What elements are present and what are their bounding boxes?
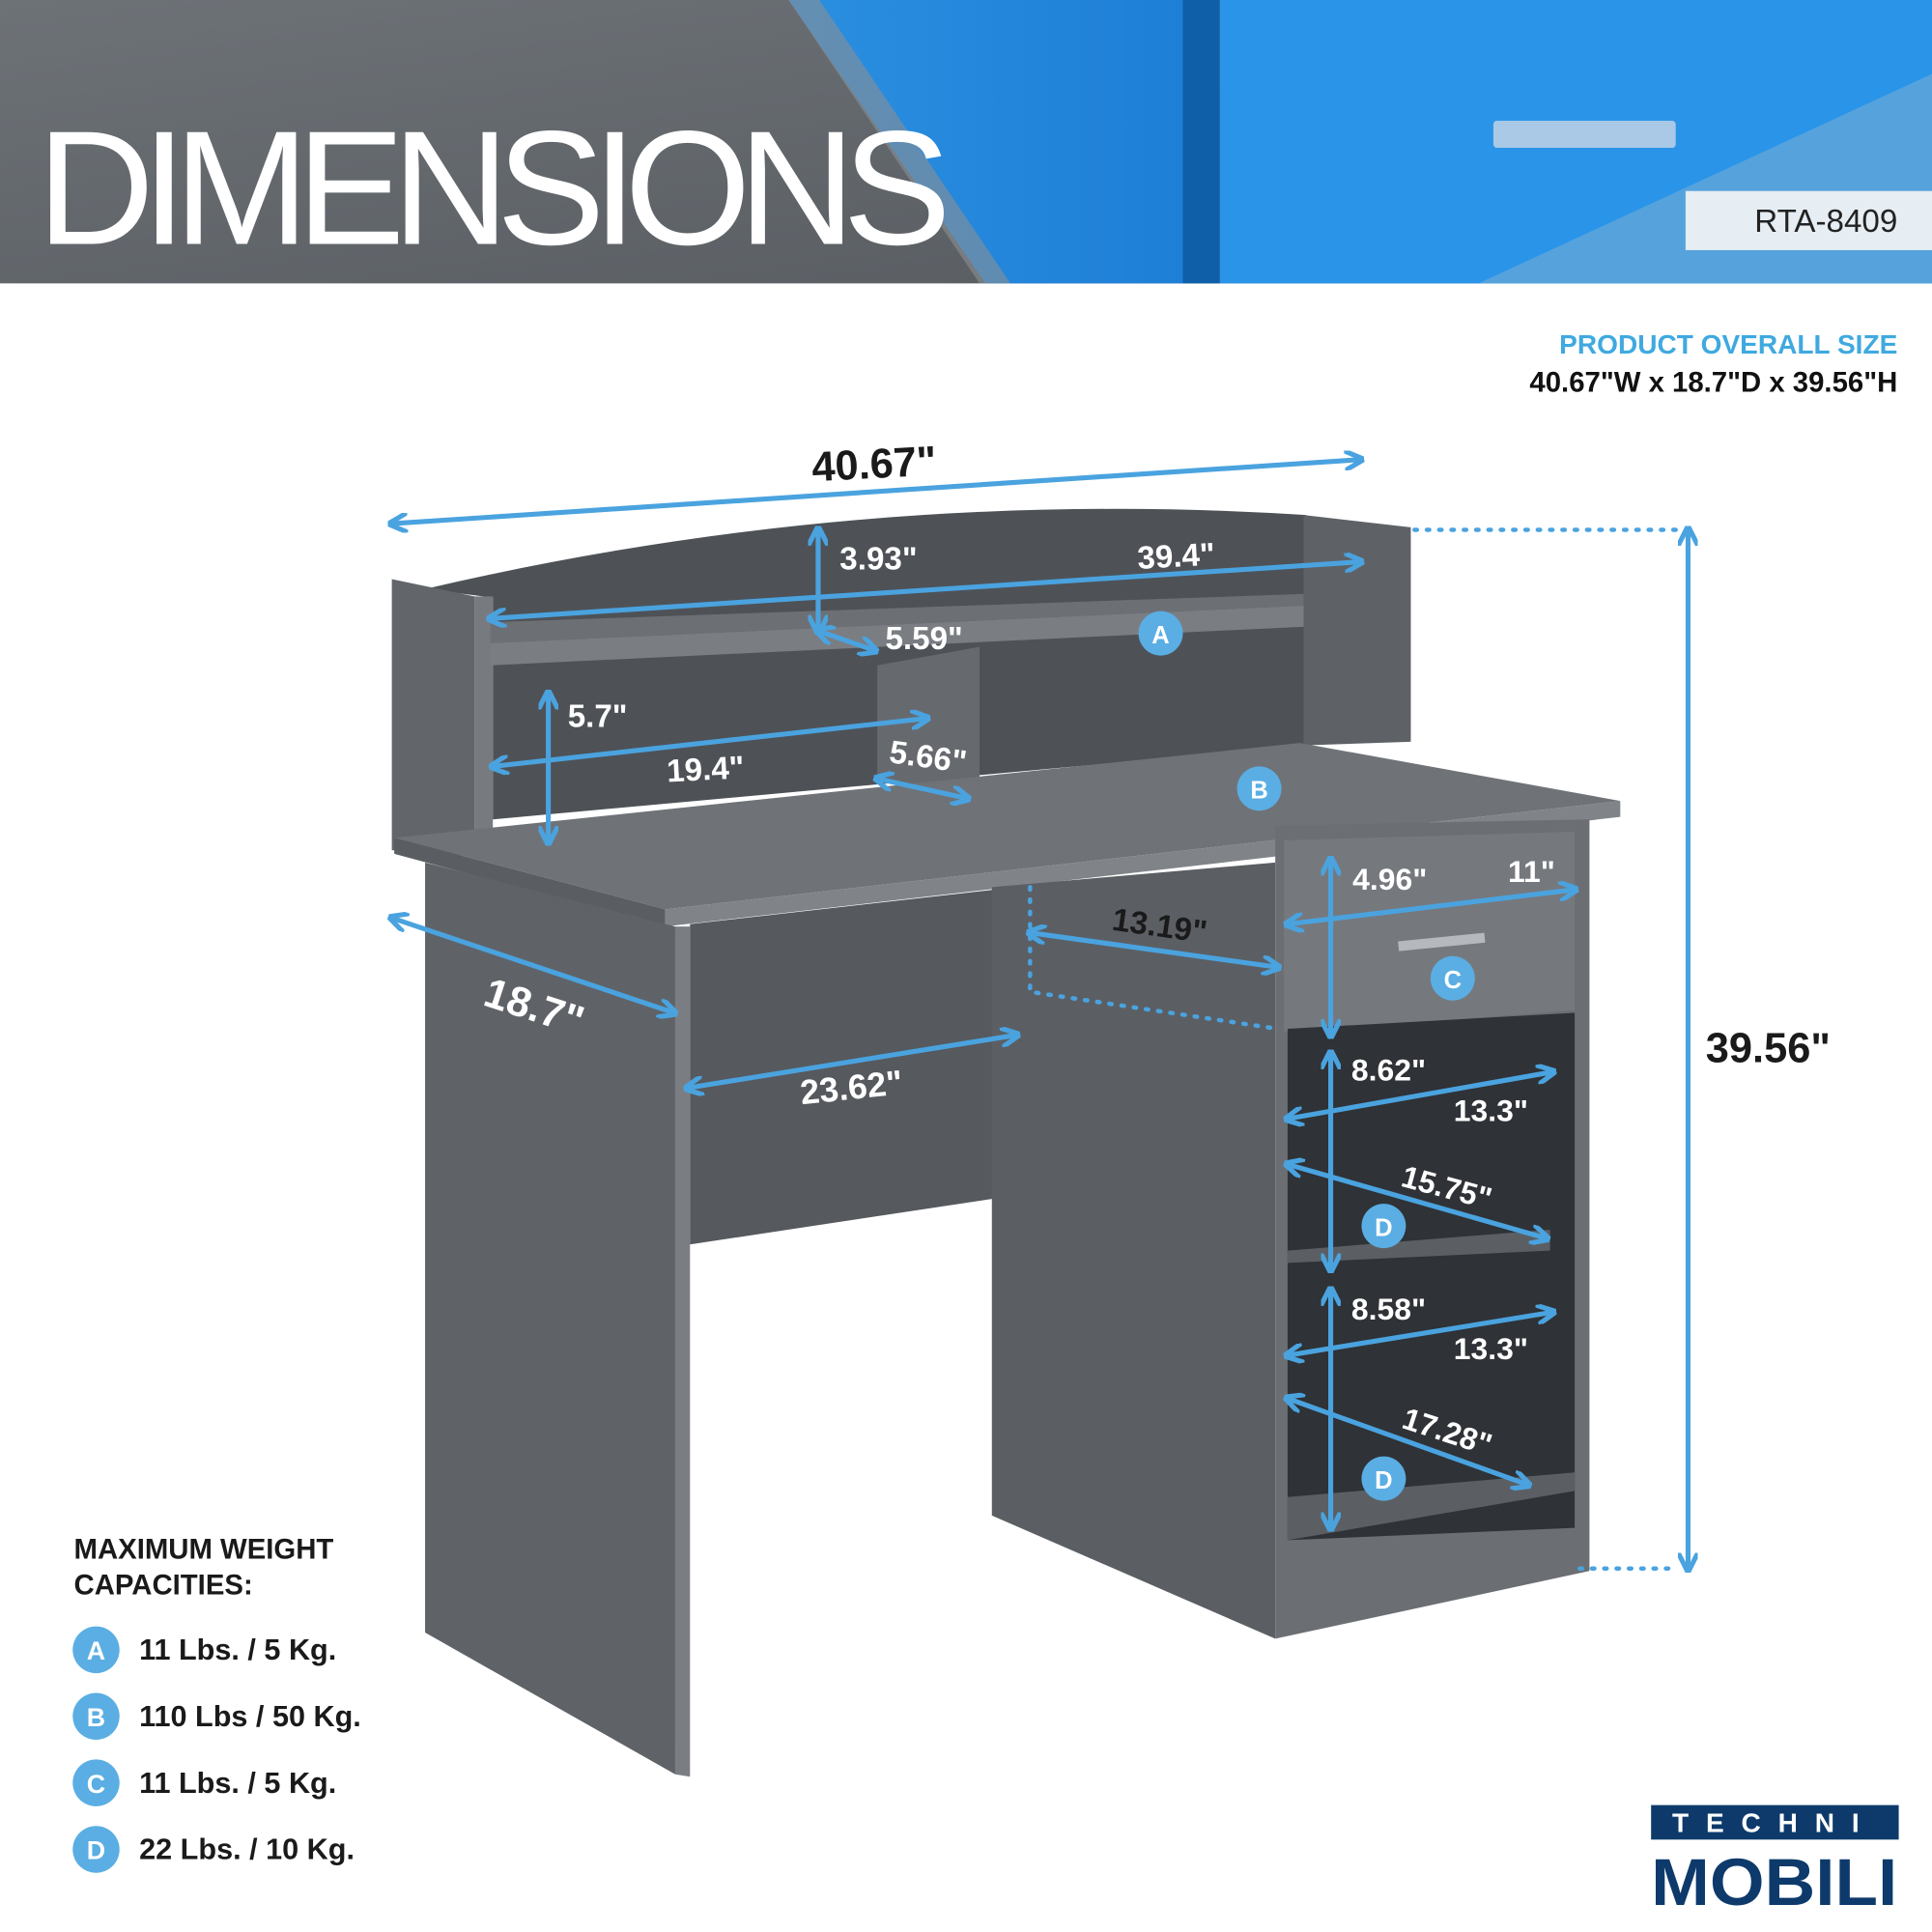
- badge-d-upper: D: [1361, 1204, 1406, 1249]
- svg-text:A: A: [1151, 622, 1169, 649]
- dim-hutch-shelf-width: 39.4": [1137, 537, 1216, 577]
- svg-text:110 Lbs / 50 Kg.: 110 Lbs / 50 Kg.: [139, 1700, 361, 1733]
- dim-hutch-opening-width: 19.4": [666, 750, 745, 789]
- dimension-lines: [392, 460, 1689, 1569]
- svg-text:11 Lbs. / 5 Kg.: 11 Lbs. / 5 Kg.: [139, 1634, 336, 1666]
- dim-shelf2-height: 8.58": [1351, 1292, 1426, 1326]
- legend-heading-line2: CAPACITIES:: [74, 1570, 253, 1602]
- header-banner: DIMENSIONS RTA-8409: [0, 0, 1932, 284]
- svg-text:MOBILI: MOBILI: [1651, 1845, 1897, 1919]
- legend-item: A 11 Lbs. / 5 Kg.: [72, 1626, 336, 1674]
- drawer-handle-decor: [1492, 121, 1676, 149]
- svg-text:11 Lbs. / 5 Kg.: 11 Lbs. / 5 Kg.: [139, 1767, 336, 1800]
- svg-text:B: B: [1250, 778, 1267, 805]
- legend-item: D 22 Lbs. / 10 Kg.: [72, 1826, 355, 1873]
- dim-hutch-shelf-height: 3.93": [839, 541, 917, 577]
- svg-text:A: A: [87, 1636, 105, 1665]
- dim-shelf1-height: 8.62": [1351, 1053, 1426, 1088]
- capacity-badges: A B C D D: [1138, 611, 1475, 1501]
- svg-text:C: C: [87, 1770, 105, 1799]
- svg-text:C: C: [1444, 967, 1462, 994]
- weight-capacity-legend: MAXIMUM WEIGHT CAPACITIES: A 11 Lbs. / 5…: [72, 1534, 361, 1873]
- techni-mobili-logo: TECHNI MOBILI: [1651, 1804, 1899, 1919]
- dim-overall-height: 39.56": [1706, 1025, 1831, 1071]
- dim-hutch-shelf-depth: 5.59": [885, 621, 962, 657]
- legend-item: B 110 Lbs / 50 Kg.: [72, 1692, 361, 1741]
- dim-drawer-width: 11": [1508, 854, 1555, 889]
- badge-d-lower: D: [1361, 1456, 1406, 1501]
- dim-shelf1-width: 13.3": [1454, 1094, 1528, 1128]
- dim-hutch-opening-height: 5.7": [568, 699, 628, 735]
- badge-c: C: [1430, 955, 1475, 1001]
- model-badge: [1685, 190, 1932, 250]
- dim-shelf2-width: 13.3": [1454, 1331, 1528, 1366]
- dim-drawer-height: 4.96": [1352, 862, 1427, 896]
- svg-text:D: D: [1375, 1467, 1392, 1494]
- svg-text:D: D: [1375, 1214, 1392, 1241]
- legend-heading-line1: MAXIMUM WEIGHT: [74, 1534, 334, 1566]
- page-title: DIMENSIONS: [37, 98, 949, 279]
- overall-size-label: PRODUCT OVERALL SIZE: [1559, 329, 1897, 359]
- svg-text:B: B: [87, 1703, 105, 1732]
- badge-a: A: [1138, 611, 1183, 656]
- overall-size-value: 40.67"W x 18.7"D x 39.56"H: [1529, 367, 1897, 399]
- model-number: RTA-8409: [1754, 204, 1897, 240]
- svg-text:22 Lbs. / 10 Kg.: 22 Lbs. / 10 Kg.: [139, 1833, 355, 1866]
- svg-text:D: D: [87, 1836, 105, 1865]
- legend-item: C 11 Lbs. / 5 Kg.: [72, 1759, 336, 1806]
- badge-b: B: [1236, 766, 1282, 811]
- svg-text:TECHNI: TECHNI: [1672, 1808, 1877, 1838]
- drawer-handle: [1398, 932, 1486, 952]
- dim-overall-width: 40.67": [810, 439, 937, 492]
